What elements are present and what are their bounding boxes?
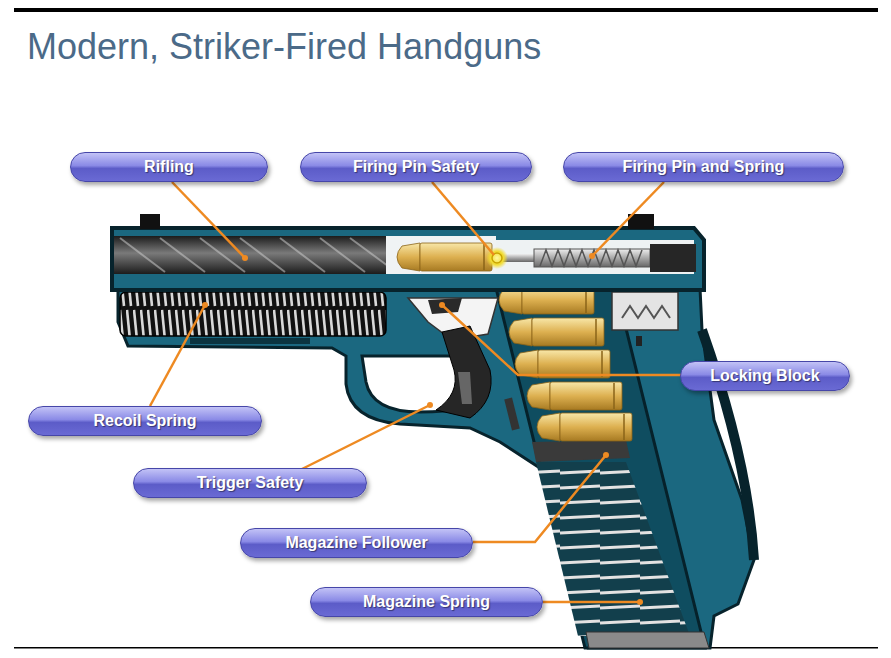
callout-pill: Locking Block: [680, 361, 850, 391]
part-label: Firing Pin and Spring: [623, 158, 785, 176]
leader-lines: [150, 182, 682, 602]
pistol-slide: [112, 228, 704, 290]
leader-line: [432, 182, 494, 255]
recoil-spring-coils: [120, 292, 386, 336]
part-label: Magazine Spring: [363, 593, 490, 611]
bottom-rule: [14, 647, 878, 649]
callout-pill: Magazine Follower: [240, 528, 473, 558]
slide-cover-plate: [650, 244, 696, 272]
leader-line: [473, 455, 606, 542]
connector-spring: [622, 306, 670, 318]
callout-pill: Rifling: [70, 152, 268, 182]
leader-line: [543, 601, 640, 604]
leader-dot: [439, 302, 445, 308]
magazine-spring-coils: [536, 462, 690, 636]
leader-dot: [589, 253, 595, 259]
frame-pin: [636, 336, 642, 346]
leader-dot: [242, 255, 248, 261]
accessory-rail: [190, 338, 310, 344]
chamber: [386, 236, 496, 274]
rifling-groove: [120, 238, 165, 272]
trigger-safety-blade: [458, 372, 472, 404]
part-label: Locking Block: [710, 367, 819, 385]
rifling-groove: [200, 238, 245, 272]
part-label: Firing Pin Safety: [353, 158, 479, 176]
rifling-groove: [240, 238, 285, 272]
leader-line: [592, 182, 664, 256]
leader-line: [442, 305, 682, 375]
callout-pill: Magazine Spring: [310, 587, 543, 617]
trigger-shoe: [436, 326, 491, 418]
part-label: Rifling: [144, 158, 194, 176]
slide-stop-lever: [504, 398, 520, 431]
firing-pin-spring: [540, 250, 642, 266]
callout-pill: Trigger Safety: [133, 468, 367, 498]
leader-line: [150, 305, 205, 406]
leader-line: [172, 182, 245, 258]
leader-dots: [202, 253, 643, 605]
leader-dot: [637, 599, 643, 605]
leader-dot: [427, 402, 433, 408]
top-rule: [14, 8, 878, 12]
magazine-cartridge: [527, 382, 622, 410]
part-label: Trigger Safety: [197, 474, 304, 492]
leader-dot: [202, 302, 208, 308]
leader-dot: [603, 452, 609, 458]
chambered-cartridge: [397, 243, 492, 271]
part-label: Recoil Spring: [93, 412, 196, 430]
rifling-groove: [160, 238, 205, 272]
locking-block-part: [428, 298, 462, 314]
callout-pill: Recoil Spring: [28, 406, 262, 436]
magazine-base-plate: [586, 632, 709, 648]
page-title: Modern, Striker-Fired Handguns: [27, 26, 541, 68]
callout-pill: Firing Pin Safety: [300, 152, 532, 182]
rifling-grooves: [120, 238, 388, 272]
rifling-groove: [280, 238, 325, 272]
magazine-cartridge: [509, 318, 604, 346]
front-sight: [140, 214, 160, 229]
firing-pin-body: [534, 249, 650, 267]
magazine-follower-plate: [532, 440, 630, 462]
magazine-cartridge: [537, 413, 632, 441]
trigger-housing: [612, 292, 678, 330]
leader-line: [300, 405, 430, 470]
callout-pill: Firing Pin and Spring: [563, 152, 844, 182]
part-label: Magazine Follower: [285, 534, 427, 552]
barrel: [114, 236, 390, 274]
rifling-groove: [350, 238, 388, 266]
